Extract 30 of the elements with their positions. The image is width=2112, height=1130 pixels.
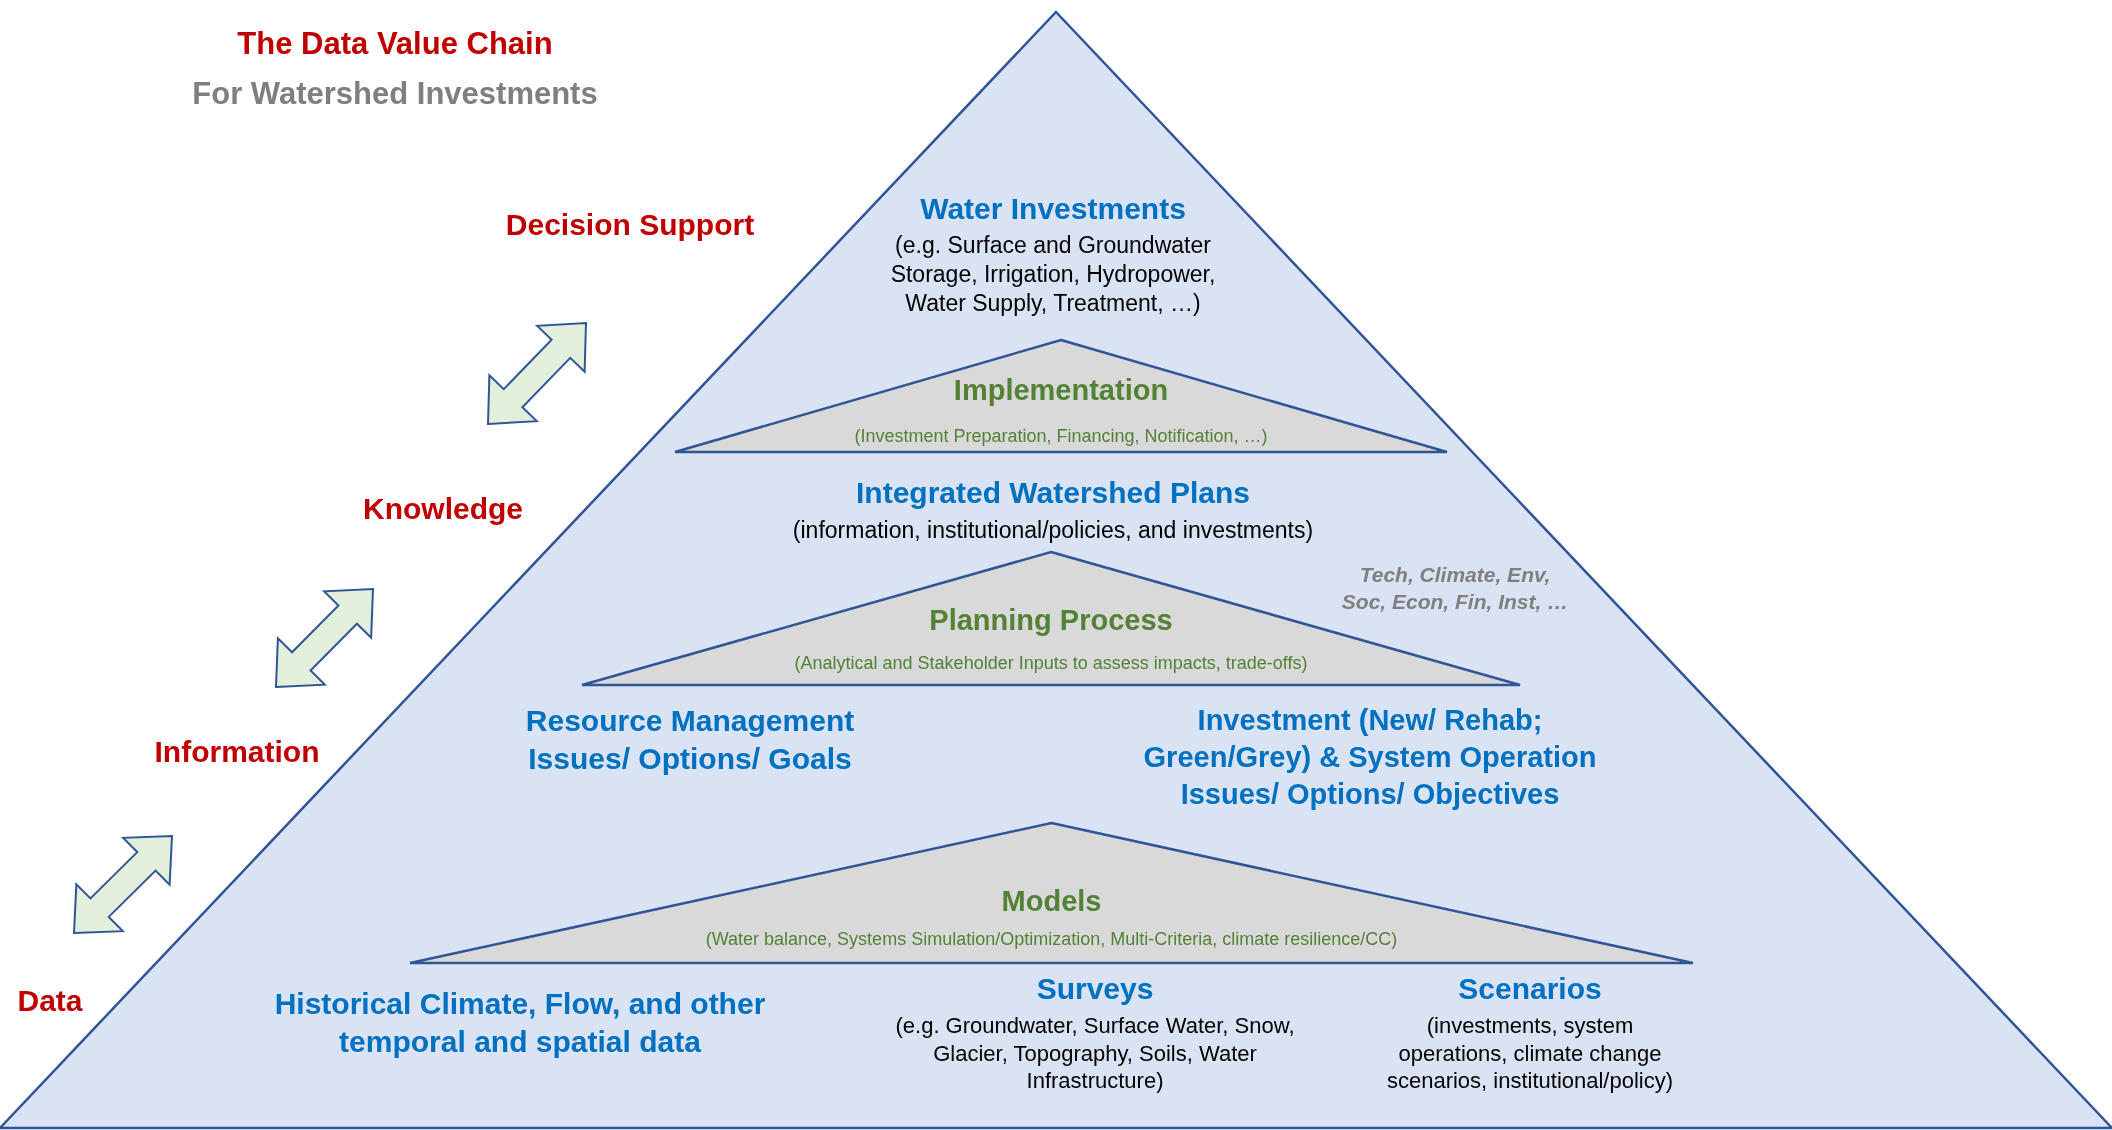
tier-description: (information, institutional/policies, and investments) bbox=[792, 516, 1314, 545]
criteria-note: Tech, Climate, Env, Soc, Econ, Fin, Inst, … bbox=[1340, 562, 1570, 615]
level-label: Data bbox=[17, 984, 83, 1018]
band-description: (Analytical and Stakeholder Inputs to assess impacts, trade-offs) bbox=[794, 653, 1308, 674]
level-label: Decision Support bbox=[505, 208, 755, 242]
tier-heading: Historical Climate, Flow, and other temporal and spatial data bbox=[273, 986, 767, 1061]
pyramid bbox=[0, 12, 2112, 1128]
band-heading: Planning Process bbox=[929, 604, 1173, 637]
band-description: (Water balance, Systems Simulation/Optimization, Multi-Criteria, climate resilience/CC) bbox=[705, 929, 1398, 950]
tier-heading: Investment (New/ Rehab; Green/Grey) & System Operation Issues/ Options/ Objectives bbox=[1142, 703, 1598, 813]
subtitle: For Watershed Investments bbox=[192, 75, 598, 113]
tier-heading: Resource Management Issues/ Options/ Goals bbox=[524, 703, 856, 778]
double-arrow bbox=[274, 587, 375, 689]
double-arrow bbox=[72, 834, 174, 935]
band-heading: Models bbox=[1001, 885, 1102, 918]
band-description: (Investment Preparation, Financing, Notification, …) bbox=[854, 426, 1268, 447]
tier-description: (investments, system operations, climate change scenarios, institutional/policy) bbox=[1385, 1012, 1675, 1095]
level-label: Knowledge bbox=[363, 492, 523, 526]
level-label: Information bbox=[154, 735, 320, 769]
tier-heading: Surveys bbox=[1036, 971, 1154, 1007]
triangle-band bbox=[675, 340, 1447, 452]
triangle-band bbox=[410, 823, 1693, 963]
title: The Data Value Chain bbox=[237, 26, 553, 62]
tier-heading: Water Investments bbox=[920, 191, 1186, 227]
tier-heading: Integrated Watershed Plans bbox=[856, 475, 1250, 511]
band-heading: Implementation bbox=[953, 374, 1169, 407]
tier-heading: Scenarios bbox=[1458, 971, 1602, 1007]
double-arrow bbox=[486, 321, 588, 426]
tier-description: (e.g. Surface and Groundwater Storage, Irrigation, Hydropower, Water Supply, Treatment, …) bbox=[889, 231, 1217, 318]
tier-description: (e.g. Groundwater, Surface Water, Snow, Glacier, Topography, Soils, Water Infrastructure) bbox=[894, 1012, 1296, 1095]
